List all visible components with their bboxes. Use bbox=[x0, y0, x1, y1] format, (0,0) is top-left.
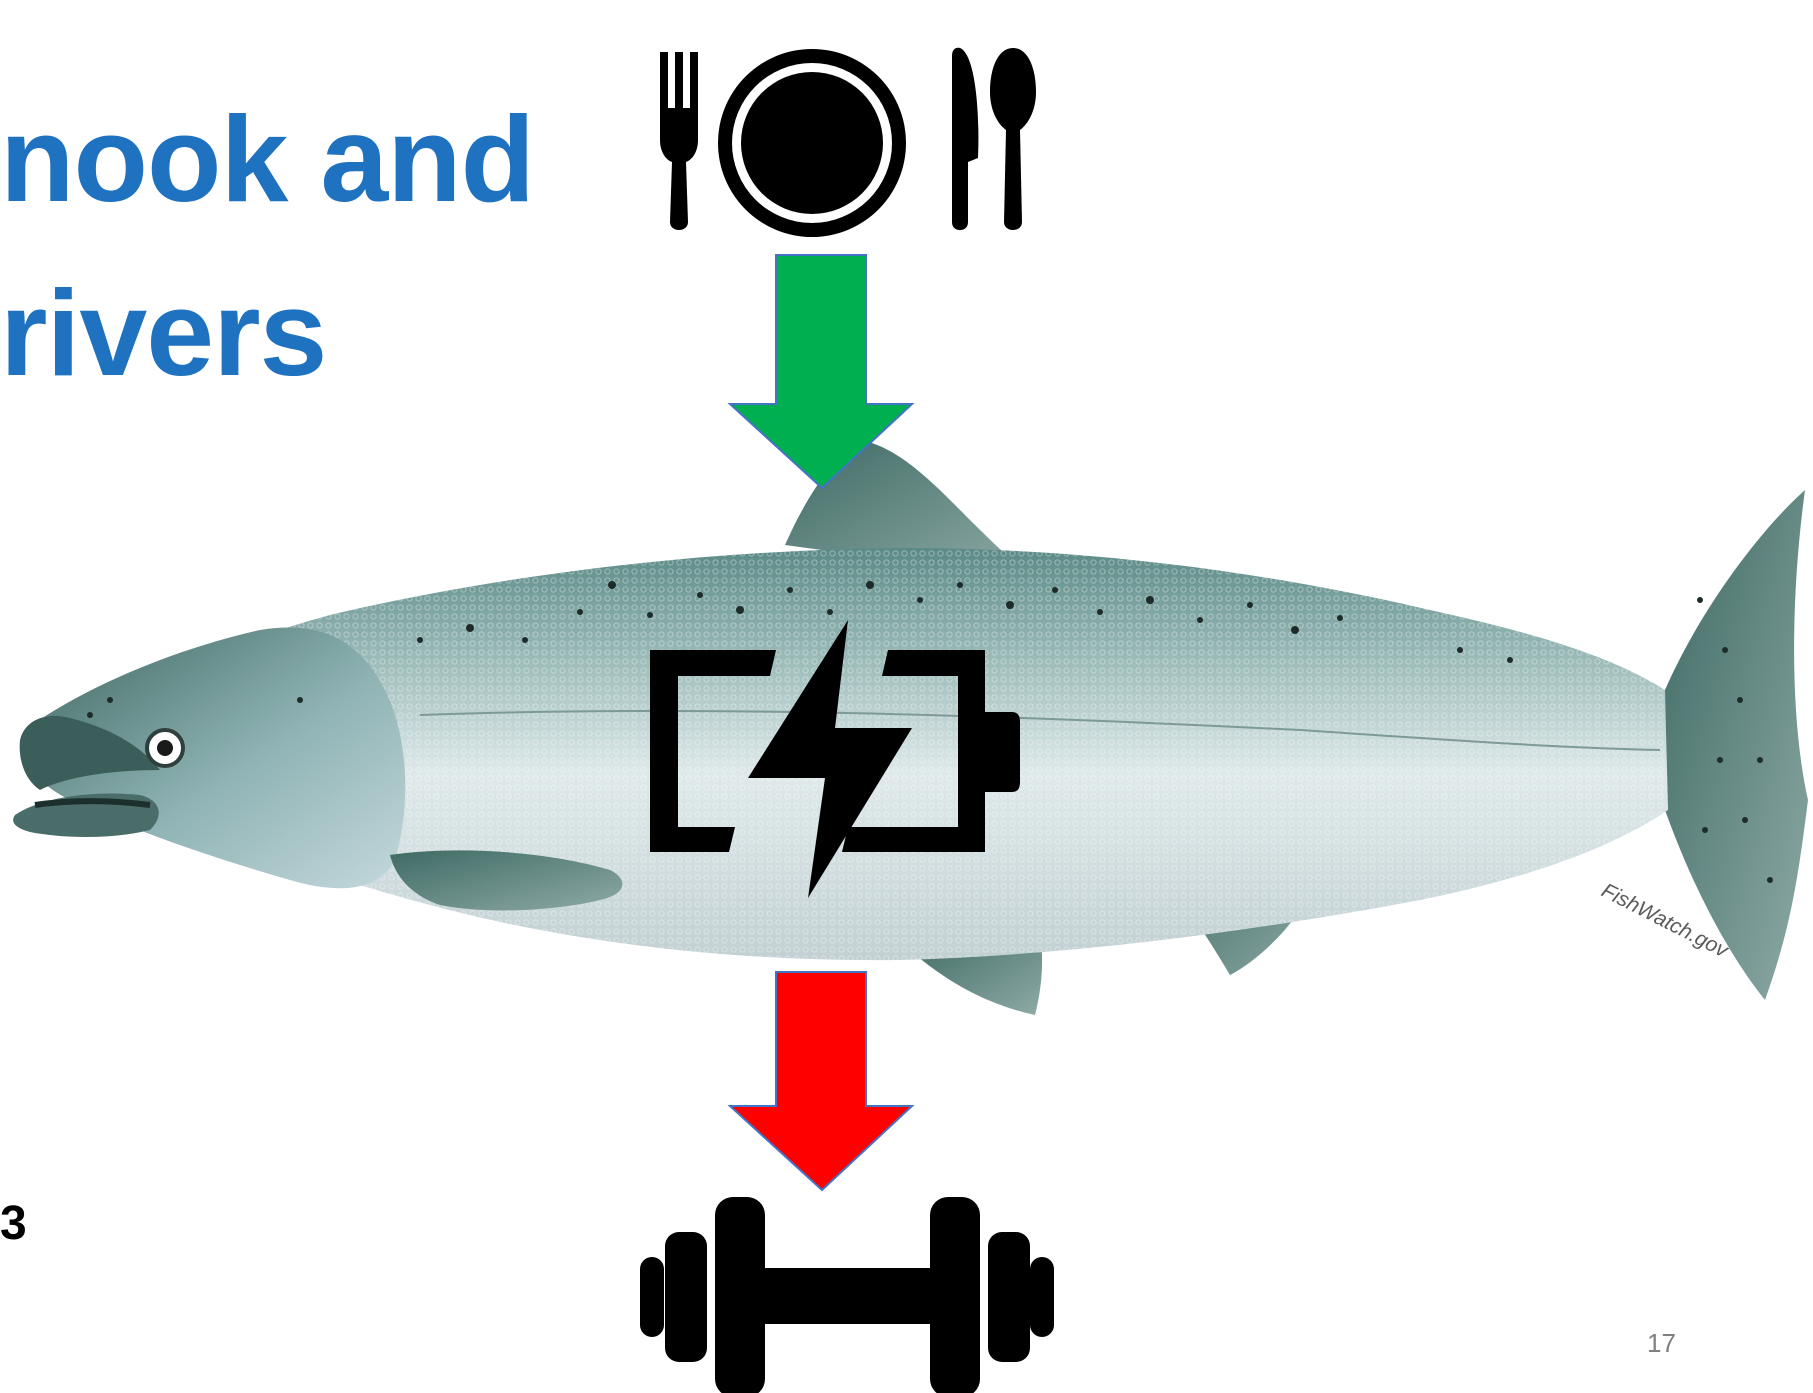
fork-icon bbox=[660, 52, 698, 230]
energy-out-arrow bbox=[730, 972, 912, 1190]
spoon-icon bbox=[990, 48, 1036, 230]
dumbbell-icon bbox=[640, 1197, 1054, 1393]
knife-icon bbox=[952, 48, 978, 230]
salmon-illustration: FishWatch.gov bbox=[13, 440, 1808, 1015]
plate-cutlery-icon bbox=[660, 48, 1036, 237]
